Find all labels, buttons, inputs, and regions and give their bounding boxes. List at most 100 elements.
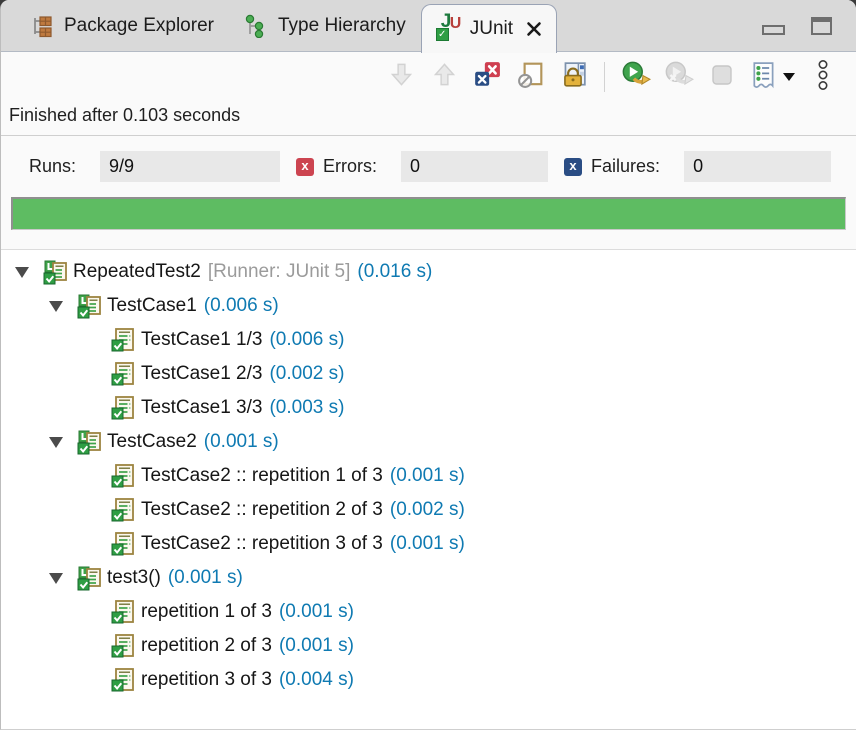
test-name: TestCase1 1/3 xyxy=(141,329,263,350)
elapsed-time: (0.006 s) xyxy=(203,295,279,316)
type-hierarchy-icon xyxy=(244,14,269,38)
elapsed-time: (0.001 s) xyxy=(278,635,354,656)
tree-row[interactable]: repetition 1 of 3 (0.001 s) xyxy=(1,595,856,629)
history-icon xyxy=(750,61,778,94)
tree-row[interactable]: TestCase1 1/3 (0.006 s) xyxy=(1,323,856,357)
stop-icon xyxy=(709,62,735,93)
test-name: TestCase1 2/3 xyxy=(141,363,263,384)
expander-icon[interactable] xyxy=(13,267,43,278)
progress-bar-fill xyxy=(13,199,845,229)
failures-only-icon xyxy=(473,61,501,94)
window-controls xyxy=(762,16,832,35)
show-next-failed-test-button[interactable] xyxy=(386,62,416,92)
test-method-icon xyxy=(111,361,141,387)
elapsed-time: (0.001 s) xyxy=(167,567,243,588)
runs-label: Runs: xyxy=(29,156,77,176)
tree-row[interactable]: TestCase1 2/3 (0.002 s) xyxy=(1,357,856,391)
maximize-button[interactable] xyxy=(811,16,832,35)
elapsed-time: (0.001 s) xyxy=(389,465,465,486)
test-name: repetition 3 of 3 xyxy=(141,669,272,690)
test-method-icon xyxy=(111,531,141,557)
runs-count-field: 9/9 xyxy=(100,151,281,182)
show-previous-failed-test-button[interactable] xyxy=(429,62,459,92)
rerun-failed-tests-button[interactable] xyxy=(664,61,695,94)
elapsed-time: (0.003 s) xyxy=(269,397,345,418)
test-method-icon xyxy=(111,463,141,489)
test-progress-bar xyxy=(11,197,846,230)
rerun-test-button[interactable] xyxy=(621,61,652,94)
errors-label: Errors: xyxy=(323,156,378,176)
test-method-icon xyxy=(111,395,141,421)
test-name: repetition 2 of 3 xyxy=(141,635,272,656)
rerun-failed-icon xyxy=(664,61,695,94)
close-tab-icon[interactable] xyxy=(526,21,542,37)
test-name: TestCase1 xyxy=(107,295,197,316)
rerun-icon xyxy=(621,61,652,94)
test-suite-icon xyxy=(77,294,107,319)
error-x-icon: x xyxy=(296,157,315,176)
arrow-up-icon xyxy=(431,61,458,93)
elapsed-time: (0.002 s) xyxy=(269,363,345,384)
tree-row[interactable]: TestCase1 (0.006 s) xyxy=(1,289,856,323)
test-method-icon xyxy=(111,327,141,353)
tree-row[interactable]: TestCase2 (0.001 s) xyxy=(1,425,856,459)
test-suite-icon xyxy=(43,260,73,285)
arrow-down-icon xyxy=(388,61,415,93)
tree-row[interactable]: TestCase2 :: repetition 3 of 3 (0.001 s) xyxy=(1,527,856,561)
tree-row[interactable]: repetition 2 of 3 (0.001 s) xyxy=(1,629,856,663)
elapsed-time: (0.016 s) xyxy=(357,261,433,282)
runner-info: [Runner: JUnit 5] xyxy=(207,261,351,282)
show-skipped-tests-only-button[interactable] xyxy=(515,62,545,92)
test-name: TestCase2 :: repetition 2 of 3 xyxy=(141,499,383,520)
view-menu-button[interactable] xyxy=(808,59,838,95)
tab-type-hierarchy[interactable]: Type Hierarchy xyxy=(229,0,421,52)
test-suite-icon xyxy=(77,430,107,455)
test-method-icon xyxy=(111,633,141,659)
minimize-button[interactable] xyxy=(762,24,785,35)
elapsed-time: (0.001 s) xyxy=(389,533,465,554)
tree-row[interactable]: test3() (0.001 s) xyxy=(1,561,856,595)
tab-package-explorer[interactable]: Package Explorer xyxy=(15,0,229,52)
test-name: TestCase2 :: repetition 1 of 3 xyxy=(141,465,383,486)
elapsed-time: (0.001 s) xyxy=(278,601,354,622)
toolbar-separator xyxy=(604,62,605,92)
package-explorer-icon xyxy=(30,14,55,38)
tab-label: JUnit xyxy=(469,17,514,39)
test-method-icon xyxy=(111,667,141,693)
stop-button[interactable] xyxy=(707,62,737,92)
show-failures-only-button[interactable] xyxy=(472,61,502,94)
test-run-history-button[interactable] xyxy=(750,61,795,94)
junit-toolbar xyxy=(1,52,856,102)
expander-icon[interactable] xyxy=(47,301,77,312)
test-method-icon xyxy=(111,497,141,523)
test-name: TestCase1 3/3 xyxy=(141,397,263,418)
tab-label: Type Hierarchy xyxy=(277,14,406,36)
scroll-lock-icon xyxy=(559,61,587,94)
test-run-status: Finished after 0.103 seconds xyxy=(1,102,856,136)
expander-icon[interactable] xyxy=(47,437,77,448)
elapsed-time: (0.006 s) xyxy=(269,329,345,350)
test-name: repetition 1 of 3 xyxy=(141,601,272,622)
kebab-menu-icon xyxy=(817,59,829,95)
errors-count-field: 0 xyxy=(401,151,549,182)
scroll-lock-button[interactable] xyxy=(558,61,588,94)
tree-row[interactable]: RepeatedTest2 [Runner: JUnit 5] (0.016 s… xyxy=(1,255,856,289)
failures-count-field: 0 xyxy=(684,151,832,182)
tree-row[interactable]: repetition 3 of 3 (0.004 s) xyxy=(1,663,856,697)
test-result-tree: RepeatedTest2 [Runner: JUnit 5] (0.016 s… xyxy=(1,249,856,729)
dropdown-arrow-icon xyxy=(783,73,795,81)
elapsed-time: (0.001 s) xyxy=(203,431,279,452)
tab-label: Package Explorer xyxy=(64,14,214,36)
failures-label: Failures: xyxy=(591,156,661,176)
tree-row[interactable]: TestCase2 :: repetition 2 of 3 (0.002 s) xyxy=(1,493,856,527)
test-suite-icon xyxy=(77,566,107,591)
tree-row[interactable]: TestCase2 :: repetition 1 of 3 (0.001 s) xyxy=(1,459,856,493)
expander-icon[interactable] xyxy=(47,573,77,584)
test-name: test3() xyxy=(107,567,161,588)
tree-row[interactable]: TestCase1 3/3 (0.003 s) xyxy=(1,391,856,425)
counter-panel: Runs: 9/9 x Errors: 0 x Failures: 0 xyxy=(1,151,856,182)
